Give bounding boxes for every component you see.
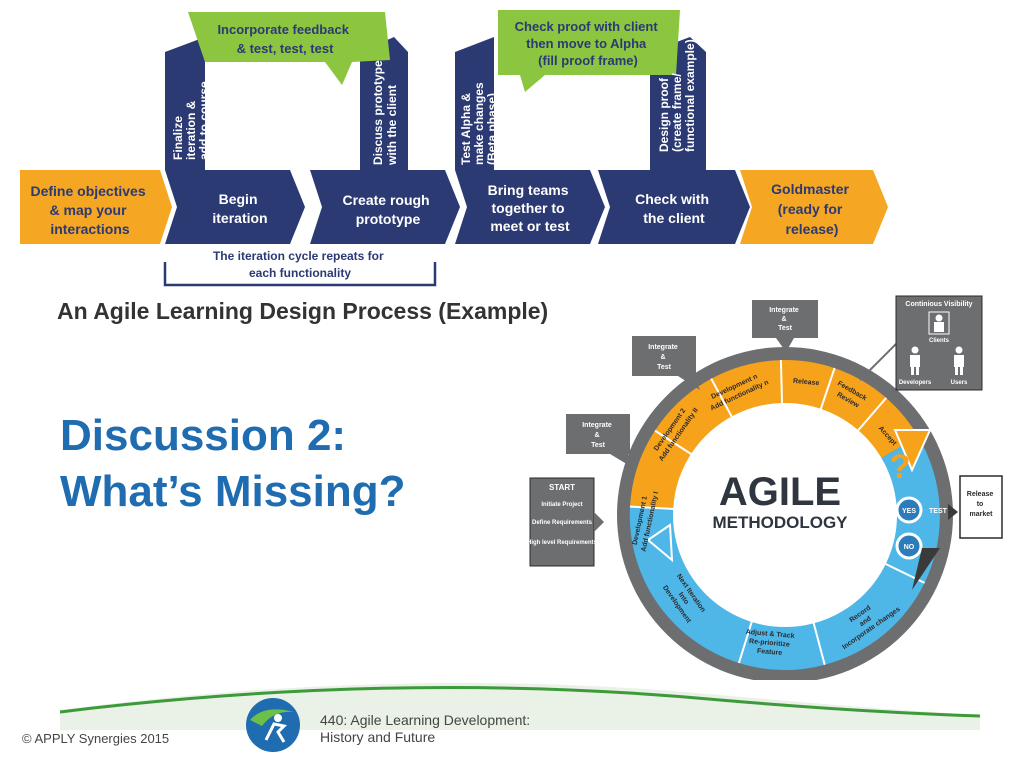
callout-text-incorporate: Incorporate feedback & test, test, test (217, 22, 352, 56)
step-text-bring-teams: Bring teams together to meet or test (488, 182, 573, 234)
step-text-define-objectives: Define objectives & map your interaction… (30, 183, 149, 237)
visibility-connector (859, 339, 901, 381)
process-column-discuss (360, 37, 408, 170)
process-step-goldmaster (740, 170, 888, 244)
test-label: TEST (929, 508, 948, 515)
process-column-finalize (165, 37, 205, 170)
vertical-text-finalize: Finalize iteration & add to course (171, 81, 211, 160)
agile-methodology-wheel: AGILE METHODOLOGY ? YES NO TEST Developm… (527, 295, 1003, 680)
agile-process-diagram: Define objectives & map your interaction… (20, 10, 888, 287)
callout-text-check-proof: Check proof with client then move to Alp… (515, 19, 662, 68)
process-caption: An Agile Learning Design Process (Exampl… (57, 298, 549, 324)
segment-label-adjust: Adjust & Track Re-prioritize Feature (744, 629, 797, 658)
integrate-text: Integrate & Test (582, 422, 614, 449)
no-circle (895, 532, 923, 560)
vertical-text-design-proof: Design proof (create frame/ functional e… (657, 39, 697, 152)
wheel-center (673, 403, 897, 627)
process-column-test-alpha (455, 37, 494, 170)
process-step-check-client (598, 170, 750, 244)
start-item: Initiate Project (541, 502, 582, 508)
visibility-users: Users (951, 380, 968, 386)
release-text: Release to market (967, 491, 995, 518)
iteration-bracket (163, 262, 437, 287)
vertical-text-discuss: Discuss prototype with the client (371, 57, 399, 166)
process-step-create-prototype (310, 170, 460, 244)
integrate-test-box (752, 300, 818, 338)
bracket-text: The iteration cycle repeats for each fun… (213, 249, 387, 280)
course-title-line: 440: Agile Learning Development: (320, 712, 531, 728)
heading-line: What’s Missing? (60, 467, 406, 516)
heading-line: Discussion 2: (60, 411, 347, 460)
visibility-developers: Developers (899, 380, 932, 386)
integrate-pointer-icon (678, 376, 700, 390)
callout-incorporate-feedback (188, 12, 390, 85)
agile-title: AGILE (719, 470, 841, 514)
apply-synergies-logo (246, 698, 300, 752)
vertical-text-test-alpha: Test Alpha & make changes (Beta phase) (459, 79, 499, 165)
step-text-create-prototype: Create rough prototype (342, 192, 433, 227)
process-step-define-objectives (20, 170, 172, 244)
step-text-begin-iteration: Begin iteration (212, 191, 267, 226)
step-text-check-client: Check with the client (635, 191, 713, 226)
start-arrow-icon (594, 512, 604, 532)
visibility-title: Continious Visibility (905, 301, 972, 308)
release-box (959, 475, 1003, 539)
users-person-icon (954, 346, 964, 375)
segment-label-release: Release (793, 378, 820, 387)
start-box (529, 477, 595, 567)
course-title-line: History and Future (320, 729, 436, 745)
start-item: Define Requirements (532, 520, 593, 526)
integrate-text: Integrate & Test (769, 307, 801, 332)
integrate-test-box (632, 336, 696, 376)
visibility-clients: Clients (929, 338, 950, 344)
integrate-test-box (566, 414, 630, 454)
start-title: START (549, 483, 575, 492)
agile-subtitle: METHODOLOGY (712, 513, 848, 532)
copyright: © APPLY Synergies 2015 (22, 731, 170, 746)
process-step-begin-iteration (165, 170, 305, 244)
test-arrow-icon (948, 504, 958, 520)
no-arrow-icon (912, 548, 940, 590)
arrow-accept-icon (893, 429, 932, 473)
integrate-text: Integrate & Test (648, 344, 680, 371)
no-label: NO (904, 544, 915, 551)
integrate-pointer-icon (776, 338, 794, 352)
yes-label: YES (902, 508, 916, 515)
step-text-goldmaster: Goldmaster (ready for release) (771, 181, 853, 237)
slide-heading: Discussion 2: What’s Missing? (60, 408, 530, 520)
arrow-next-iteration-icon (646, 523, 674, 563)
callout-check-proof (498, 10, 680, 92)
course-title: 440: Agile Learning Development: History… (320, 712, 530, 746)
start-item: High level Requirements (527, 540, 598, 546)
clients-person-icon (928, 311, 950, 335)
developers-person-icon (910, 346, 920, 375)
question-mark-icon: ? (890, 448, 911, 486)
integrate-pointer-icon (610, 454, 630, 466)
yes-circle (895, 496, 923, 524)
process-step-bring-teams (455, 170, 605, 244)
